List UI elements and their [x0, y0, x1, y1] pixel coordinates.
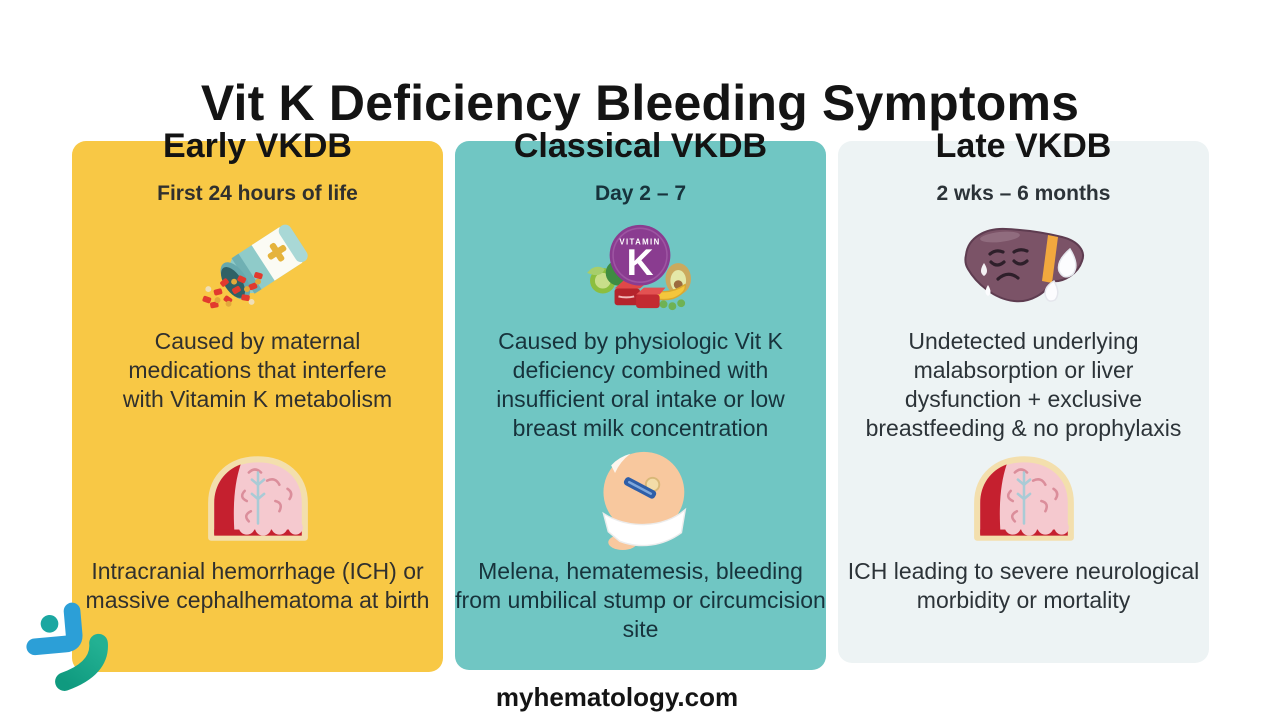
vitamin-k-foods-icon: VITAMIN K: [577, 221, 705, 313]
newborn-umbilical-icon: [587, 449, 695, 550]
card-late-timing: 2 wks – 6 months: [936, 182, 1111, 205]
spilled-pills: [201, 272, 263, 309]
card-late-vkdb: Late VKDB 2 wks – 6 months: [838, 127, 1209, 663]
card-classical-title: Classical VKDB: [513, 127, 768, 165]
logo-blue-arm: [26, 602, 83, 656]
card-classical-symptoms: Melena, hematemesis, bleeding from umbil…: [455, 558, 826, 642]
card-late-symptoms: ICH leading to severe neurological morbi…: [847, 558, 1200, 613]
card-late-cause: Undetected underlying malabsorption or l…: [865, 328, 1182, 441]
logo-green-swoosh: [55, 633, 108, 691]
sad-liver-icon: [958, 221, 1090, 313]
card-classical-cause: Caused by physiologic Vit K deficiency c…: [496, 328, 785, 441]
card-classical-timing: Day 2 – 7: [594, 182, 687, 205]
card-late-title: Late VKDB: [935, 127, 1112, 165]
card-classical-vkdb: Classical VKDB Day 2 – 7: [455, 127, 826, 670]
card-early-symptoms: Intracranial hemorrhage (ICH) or massive…: [85, 558, 430, 613]
vitamin-word: VITAMIN: [619, 237, 660, 246]
card-early-title: Early VKDB: [163, 127, 352, 165]
brain-hemorrhage-icon: [202, 449, 314, 549]
card-early-timing: First 24 hours of life: [157, 182, 358, 205]
card-early-cause: Caused by maternal medications that inte…: [122, 328, 393, 412]
website-footer: myhematology.com: [495, 682, 739, 712]
vitamin-k-letter: K: [626, 241, 653, 283]
brain-hemorrhage-icon: [968, 449, 1080, 549]
page-title: Vit K Deficiency Bleeding Symptoms: [200, 74, 1080, 131]
card-early-vkdb: Early VKDB First 24 hours of life: [72, 127, 443, 672]
pill-bottle-icon: [190, 221, 326, 313]
myhematology-logo: [26, 602, 108, 691]
logo-head: [40, 614, 59, 633]
